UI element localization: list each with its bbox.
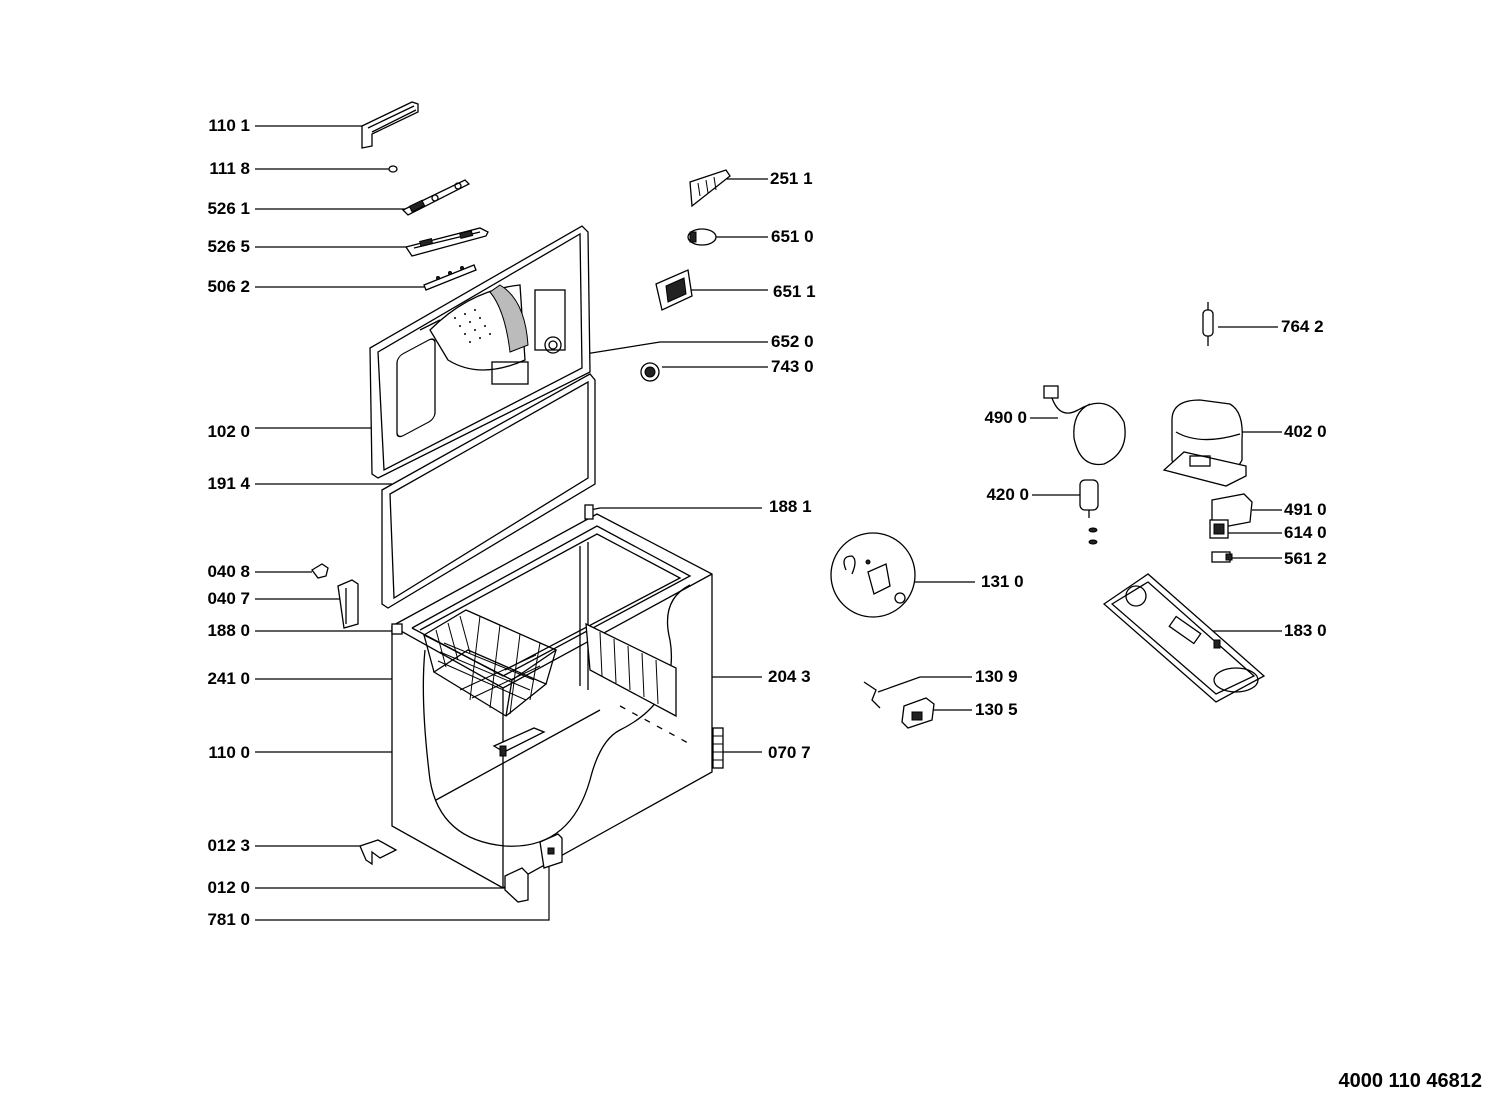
callout-1100: 110 0: [208, 743, 250, 762]
callout-1830: 183 0: [1284, 621, 1327, 640]
callout-1914: 191 4: [207, 474, 250, 493]
callout-5612: 561 2: [1284, 549, 1327, 568]
callout-5265: 526 5: [207, 237, 250, 256]
callout-5062: 506 2: [207, 277, 250, 296]
callout-0408: 040 8: [207, 562, 250, 581]
callout-4020: 402 0: [1284, 422, 1327, 441]
lamp-cover-part-2511: [689, 169, 731, 208]
callout-1118: 111 8: [209, 159, 250, 178]
callout-1101: 110 1: [208, 116, 250, 135]
wire-basket-part-2410: [422, 609, 558, 717]
callout-2511: 251 1: [770, 169, 813, 188]
hinge-clip-part-0408: [311, 563, 329, 579]
hinge-bracket-part-0407: [337, 579, 359, 629]
lid-handle-part-5265: [404, 227, 489, 257]
wire-clip-part-1309: [863, 681, 881, 709]
callout-5261: 526 1: [207, 199, 250, 218]
callout-1881: 188 1: [769, 497, 812, 516]
callout-4910: 491 0: [1284, 500, 1327, 519]
thermostat-housing-part-6511: [655, 269, 693, 311]
divider-panel-part-2043: [585, 622, 677, 718]
callout-0707: 070 7: [768, 743, 811, 762]
callout-2043: 204 3: [768, 667, 811, 686]
lid-bracket-part-5062: [423, 264, 477, 291]
freezer-lid-part-1020: [369, 225, 591, 479]
callout-0407: 040 7: [207, 589, 250, 608]
shelf-support-part-1100: [492, 727, 546, 757]
lid-hinge-part-1101: [361, 101, 419, 149]
power-cord-part-4900: [1043, 385, 1126, 466]
callout-1309: 130 9: [975, 667, 1018, 686]
detail-inset-part-1310: [830, 532, 916, 618]
base-plate-part-1830: [1102, 573, 1266, 703]
foot-part-0123: [359, 839, 398, 866]
callout-6511: 651 1: [773, 282, 816, 301]
callout-6510: 651 0: [771, 227, 814, 246]
switch-part-1305: [901, 697, 935, 729]
callout-1310: 131 0: [981, 572, 1024, 591]
filter-drier-part-7642: [1202, 302, 1214, 346]
callout-1880: 188 0: [207, 621, 250, 640]
callout-7810: 781 0: [207, 910, 250, 929]
callout-2410: 241 0: [207, 669, 250, 688]
callout-1305: 130 5: [975, 700, 1018, 719]
callout-7642: 764 2: [1281, 317, 1324, 336]
lid-light-part-5261: [401, 179, 471, 216]
callout-4200: 420 0: [986, 485, 1029, 504]
vent-grille-part-0707: [712, 727, 724, 769]
callout-0120: 012 0: [207, 878, 250, 897]
callout-0123: 012 3: [207, 836, 250, 855]
callout-6140: 614 0: [1284, 523, 1327, 542]
document-code: 4000 110 46812: [1338, 1070, 1483, 1092]
callout-4900: 490 0: [984, 408, 1027, 427]
compressor-part-4020: [1162, 399, 1247, 487]
overload-part-5612: [1211, 551, 1233, 563]
callout-7430: 743 0: [771, 357, 814, 376]
knob-part-7430: [640, 362, 660, 382]
callout-6520: 652 0: [771, 332, 814, 351]
lid-gasket-part-1914: [381, 373, 596, 609]
callout-1020: 102 0: [207, 422, 250, 441]
relay-part-6140: [1209, 519, 1229, 539]
cabinet-body: [391, 504, 713, 903]
small-ring-part-1118: [388, 165, 398, 173]
capacitor-part-4200: [1079, 479, 1099, 545]
leader-lines: [255, 125, 1282, 921]
lamp-part-6510: [687, 228, 717, 246]
